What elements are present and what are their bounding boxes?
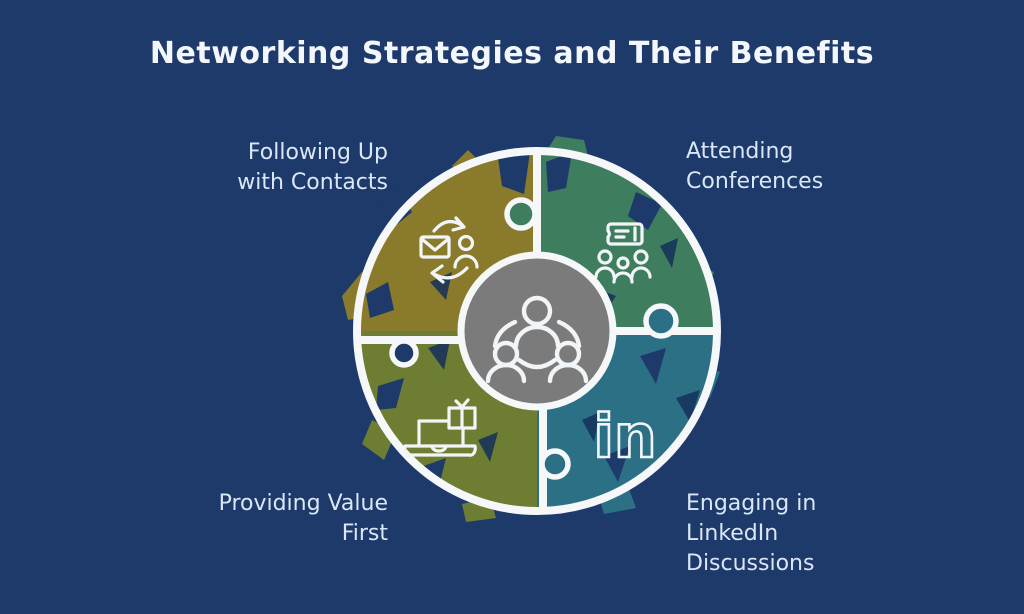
puzzle-outline — [353, 147, 721, 515]
puzzle-knob-top — [504, 197, 538, 231]
torn-paper-texture — [366, 152, 666, 490]
people-network-icon — [485, 295, 589, 384]
email-person-sync-icon — [419, 216, 479, 284]
label-line: Attending — [686, 139, 794, 164]
puzzle-socket-left — [389, 338, 419, 368]
laptop-gift-icon — [403, 398, 477, 457]
puzzle-knob-bottom — [539, 448, 571, 480]
label-line: Providing Value — [218, 491, 388, 516]
segment-label-bottom-right: Engaging in LinkedIn Discussions — [686, 489, 816, 579]
label-line: with Contacts — [237, 170, 388, 195]
page-title: Networking Strategies and Their Benefits — [149, 36, 875, 71]
ticket-audience-icon — [594, 222, 652, 284]
segment-label-top-left: Following Up with Contacts — [237, 138, 388, 198]
linkedin-icon: in — [593, 402, 656, 472]
puzzle-knob-right — [643, 303, 679, 339]
label-line: Discussions — [686, 551, 815, 576]
segment-label-top-right: Attending Conferences — [686, 137, 823, 197]
label-line: LinkedIn — [686, 521, 779, 546]
label-line: Engaging in — [686, 491, 817, 516]
label-line: Following Up — [247, 140, 388, 165]
label-line: First — [341, 521, 388, 546]
label-line: Conferences — [686, 169, 824, 194]
segment-label-bottom-left: Providing Value First — [219, 489, 388, 549]
center-hub — [457, 251, 617, 411]
